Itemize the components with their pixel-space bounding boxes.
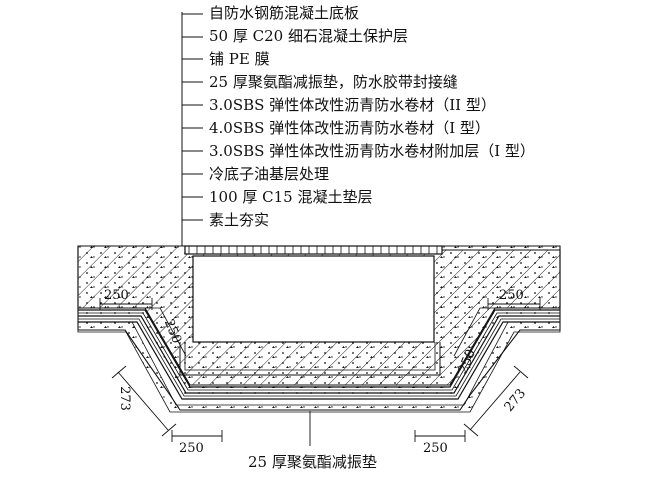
- layer-label-sbs-3mm-type2: 3.0SBS 弹性体改性沥青防水卷材（II 型）: [209, 96, 496, 114]
- dim-bottom-left: 250: [179, 441, 204, 456]
- drawing-caption: 25 厚聚氨酯减振垫: [248, 453, 377, 471]
- layer-label-c20-protection: 50 厚 C20 细石混凝土保护层: [209, 27, 408, 45]
- dimension-lines: [99, 298, 541, 446]
- dim-depth-left: 273: [116, 386, 132, 411]
- layer-label-sbs-additional: 3.0SBS 弹性体改性沥青防水卷材附加层（I 型）: [209, 142, 535, 160]
- layer-label-rc-slab: 自防水钢筋混凝土底板: [209, 4, 360, 22]
- layer-label-c15-bedding: 100 厚 C15 混凝土垫层: [209, 188, 373, 206]
- rc-base-slab: [77, 245, 561, 386]
- layer-label-sbs-4mm-type1: 4.0SBS 弹性体改性沥青防水卷材（I 型）: [209, 119, 490, 137]
- dim-top-right: 250: [499, 288, 524, 303]
- dim-top-left: 250: [104, 288, 129, 303]
- layer-label-compacted-soil: 素土夯实: [209, 211, 270, 229]
- waterproofing-membranes: [78, 307, 560, 400]
- layer-label-pe-film: 铺 PE 膜: [209, 50, 270, 68]
- layer-label-primer: 冷底子油基层处理: [209, 165, 330, 183]
- dim-bottom-right: 250: [423, 441, 448, 456]
- layer-label-pu-damping-pad: 25 厚聚氨酯减振垫，防水胶带封接缝: [209, 73, 458, 91]
